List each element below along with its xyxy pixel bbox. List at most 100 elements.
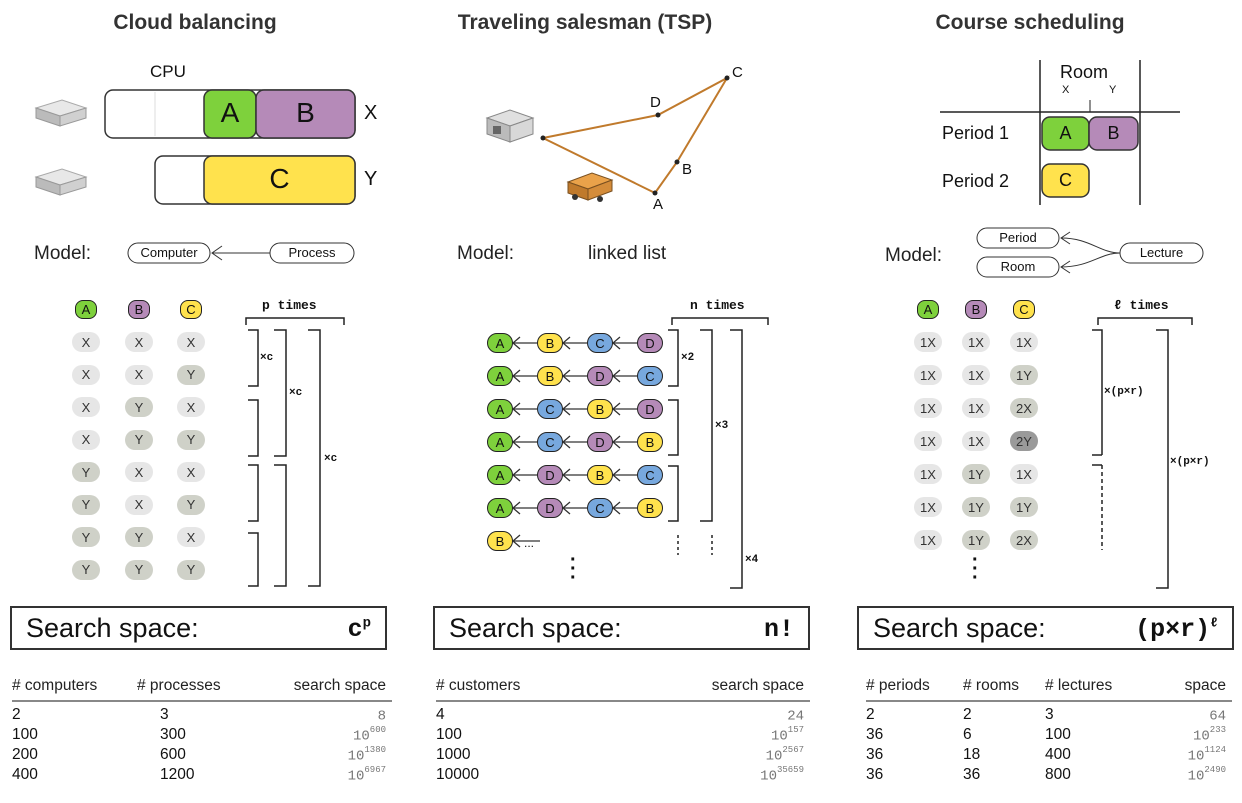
chain-node: C	[587, 498, 613, 518]
assignment-chip: Y	[125, 429, 153, 450]
chain-node: B	[537, 366, 563, 386]
course-scheduling-title: Course scheduling	[935, 11, 1125, 34]
chain-node: D	[637, 399, 663, 419]
tsp-bracket-4: ×4	[745, 554, 759, 566]
assignment-chip: 1X	[914, 332, 942, 352]
period-1-label: Period 1	[942, 123, 1010, 143]
table-cell: 6	[963, 726, 972, 743]
chain-node: B	[537, 333, 563, 353]
truck-icon	[566, 172, 614, 202]
course-bracket-1: ×(p×r)	[1104, 386, 1144, 398]
chain-arrowhead	[512, 369, 521, 383]
process-c-block	[203, 155, 356, 205]
assignment-chip: X	[177, 332, 205, 352]
cloud-balancing-title: Cloud balancing	[113, 11, 277, 34]
tsp-route	[542, 75, 730, 195]
process-c-label: C	[269, 163, 290, 194]
search-space-value: 101124	[1187, 745, 1226, 765]
period-2-label: Period 2	[942, 171, 1010, 191]
table-cell: 800	[1045, 766, 1071, 783]
table-cell: 200	[12, 746, 38, 763]
tsp-model-label: Model:	[457, 243, 515, 264]
chain-node: C	[537, 432, 563, 452]
model-lecture-text: Lecture	[1139, 245, 1184, 260]
table-cell: 2	[12, 706, 21, 723]
table-header: # customers	[436, 677, 521, 694]
assignment-chip: 1X	[914, 398, 942, 418]
assignment-chip: X	[177, 527, 205, 547]
search-space-label: Search space:	[873, 613, 1046, 643]
search-space-value: 8	[377, 708, 386, 725]
model-period-node	[976, 227, 1060, 249]
tsp-times-label: n times	[690, 298, 745, 313]
server-icon	[34, 168, 88, 196]
tsp-vertical-ellipsis: ···	[570, 549, 577, 589]
table-cell: 2	[963, 706, 972, 723]
table-header: # processes	[137, 677, 221, 694]
search-space-value: 101380	[347, 745, 386, 765]
model-computer-node	[127, 242, 211, 264]
header-chip-c: C	[1013, 300, 1035, 319]
table-cell: 1000	[436, 746, 471, 763]
search-space-value: 10600	[352, 725, 386, 745]
lecture-c-block	[1041, 163, 1090, 198]
tsp-point-a-label: A	[653, 196, 664, 213]
assignment-chip: 1X	[914, 431, 942, 451]
server-icon	[34, 99, 88, 127]
table-cell: 3	[1045, 706, 1054, 723]
chain-node: D	[587, 432, 613, 452]
chain-arrowhead	[512, 402, 521, 416]
header-chip-a: A	[917, 300, 939, 319]
cloud-model-label: Model:	[34, 243, 92, 264]
assignment-chip: X	[177, 462, 205, 482]
chain-arrowhead	[612, 369, 621, 383]
assignment-chip: 1Y	[962, 530, 990, 550]
tsp-title: Traveling salesman (TSP)	[457, 11, 713, 34]
chain-node: C	[587, 333, 613, 353]
search-space-formula: n!	[763, 615, 794, 644]
table-cell: 100	[12, 726, 38, 743]
tsp-model-text: linked list	[588, 243, 667, 264]
assignment-chip: 1Y	[962, 464, 990, 484]
table-cell: 2	[866, 706, 875, 723]
chain-node: D	[537, 498, 563, 518]
assignment-chip: X	[125, 494, 153, 515]
assignment-chip: 1X	[962, 365, 990, 385]
assignment-chip: 1X	[914, 530, 942, 550]
cloud-search-space-box: Search space: cp	[10, 606, 387, 650]
assignment-chip: 1Y	[1010, 497, 1038, 517]
table-cell: 18	[963, 746, 981, 763]
assignment-chip: 1X	[914, 365, 942, 385]
search-space-value: 102490	[1187, 765, 1226, 785]
chain-node: A	[487, 399, 513, 419]
lecture-b-block	[1088, 116, 1139, 151]
table-header: space	[1184, 677, 1226, 694]
model-process-text: Process	[288, 245, 336, 260]
chain-node: A	[487, 465, 513, 485]
table-header: search space	[293, 677, 386, 694]
chain-arrowhead	[562, 369, 571, 383]
chain-node: B	[487, 531, 513, 551]
table-cell: 36	[866, 746, 884, 763]
model-computer-text: Computer	[140, 245, 198, 260]
table-header: # rooms	[963, 677, 1019, 694]
table-cell: 36	[963, 766, 981, 783]
assignment-chip: X	[177, 397, 205, 417]
assignment-chip: 1Y	[962, 497, 990, 517]
assignment-chip: 1X	[962, 332, 990, 352]
chain-node: A	[487, 498, 513, 518]
assignment-chip: Y	[72, 527, 100, 547]
assignment-chip: X	[125, 332, 153, 352]
cloud-bracket-c2: ×c	[289, 387, 303, 399]
search-space-value: 24	[787, 708, 804, 725]
chain-arrowhead	[562, 336, 571, 350]
search-space-label: Search space:	[26, 613, 199, 643]
process-b-block	[255, 89, 356, 139]
table-header: search space	[711, 677, 804, 694]
chain-arrowhead	[512, 468, 521, 482]
chain-node: D	[537, 465, 563, 485]
assignment-chip: 1X	[962, 431, 990, 451]
assignment-chip: Y	[72, 462, 100, 482]
process-b-label: B	[296, 97, 315, 128]
